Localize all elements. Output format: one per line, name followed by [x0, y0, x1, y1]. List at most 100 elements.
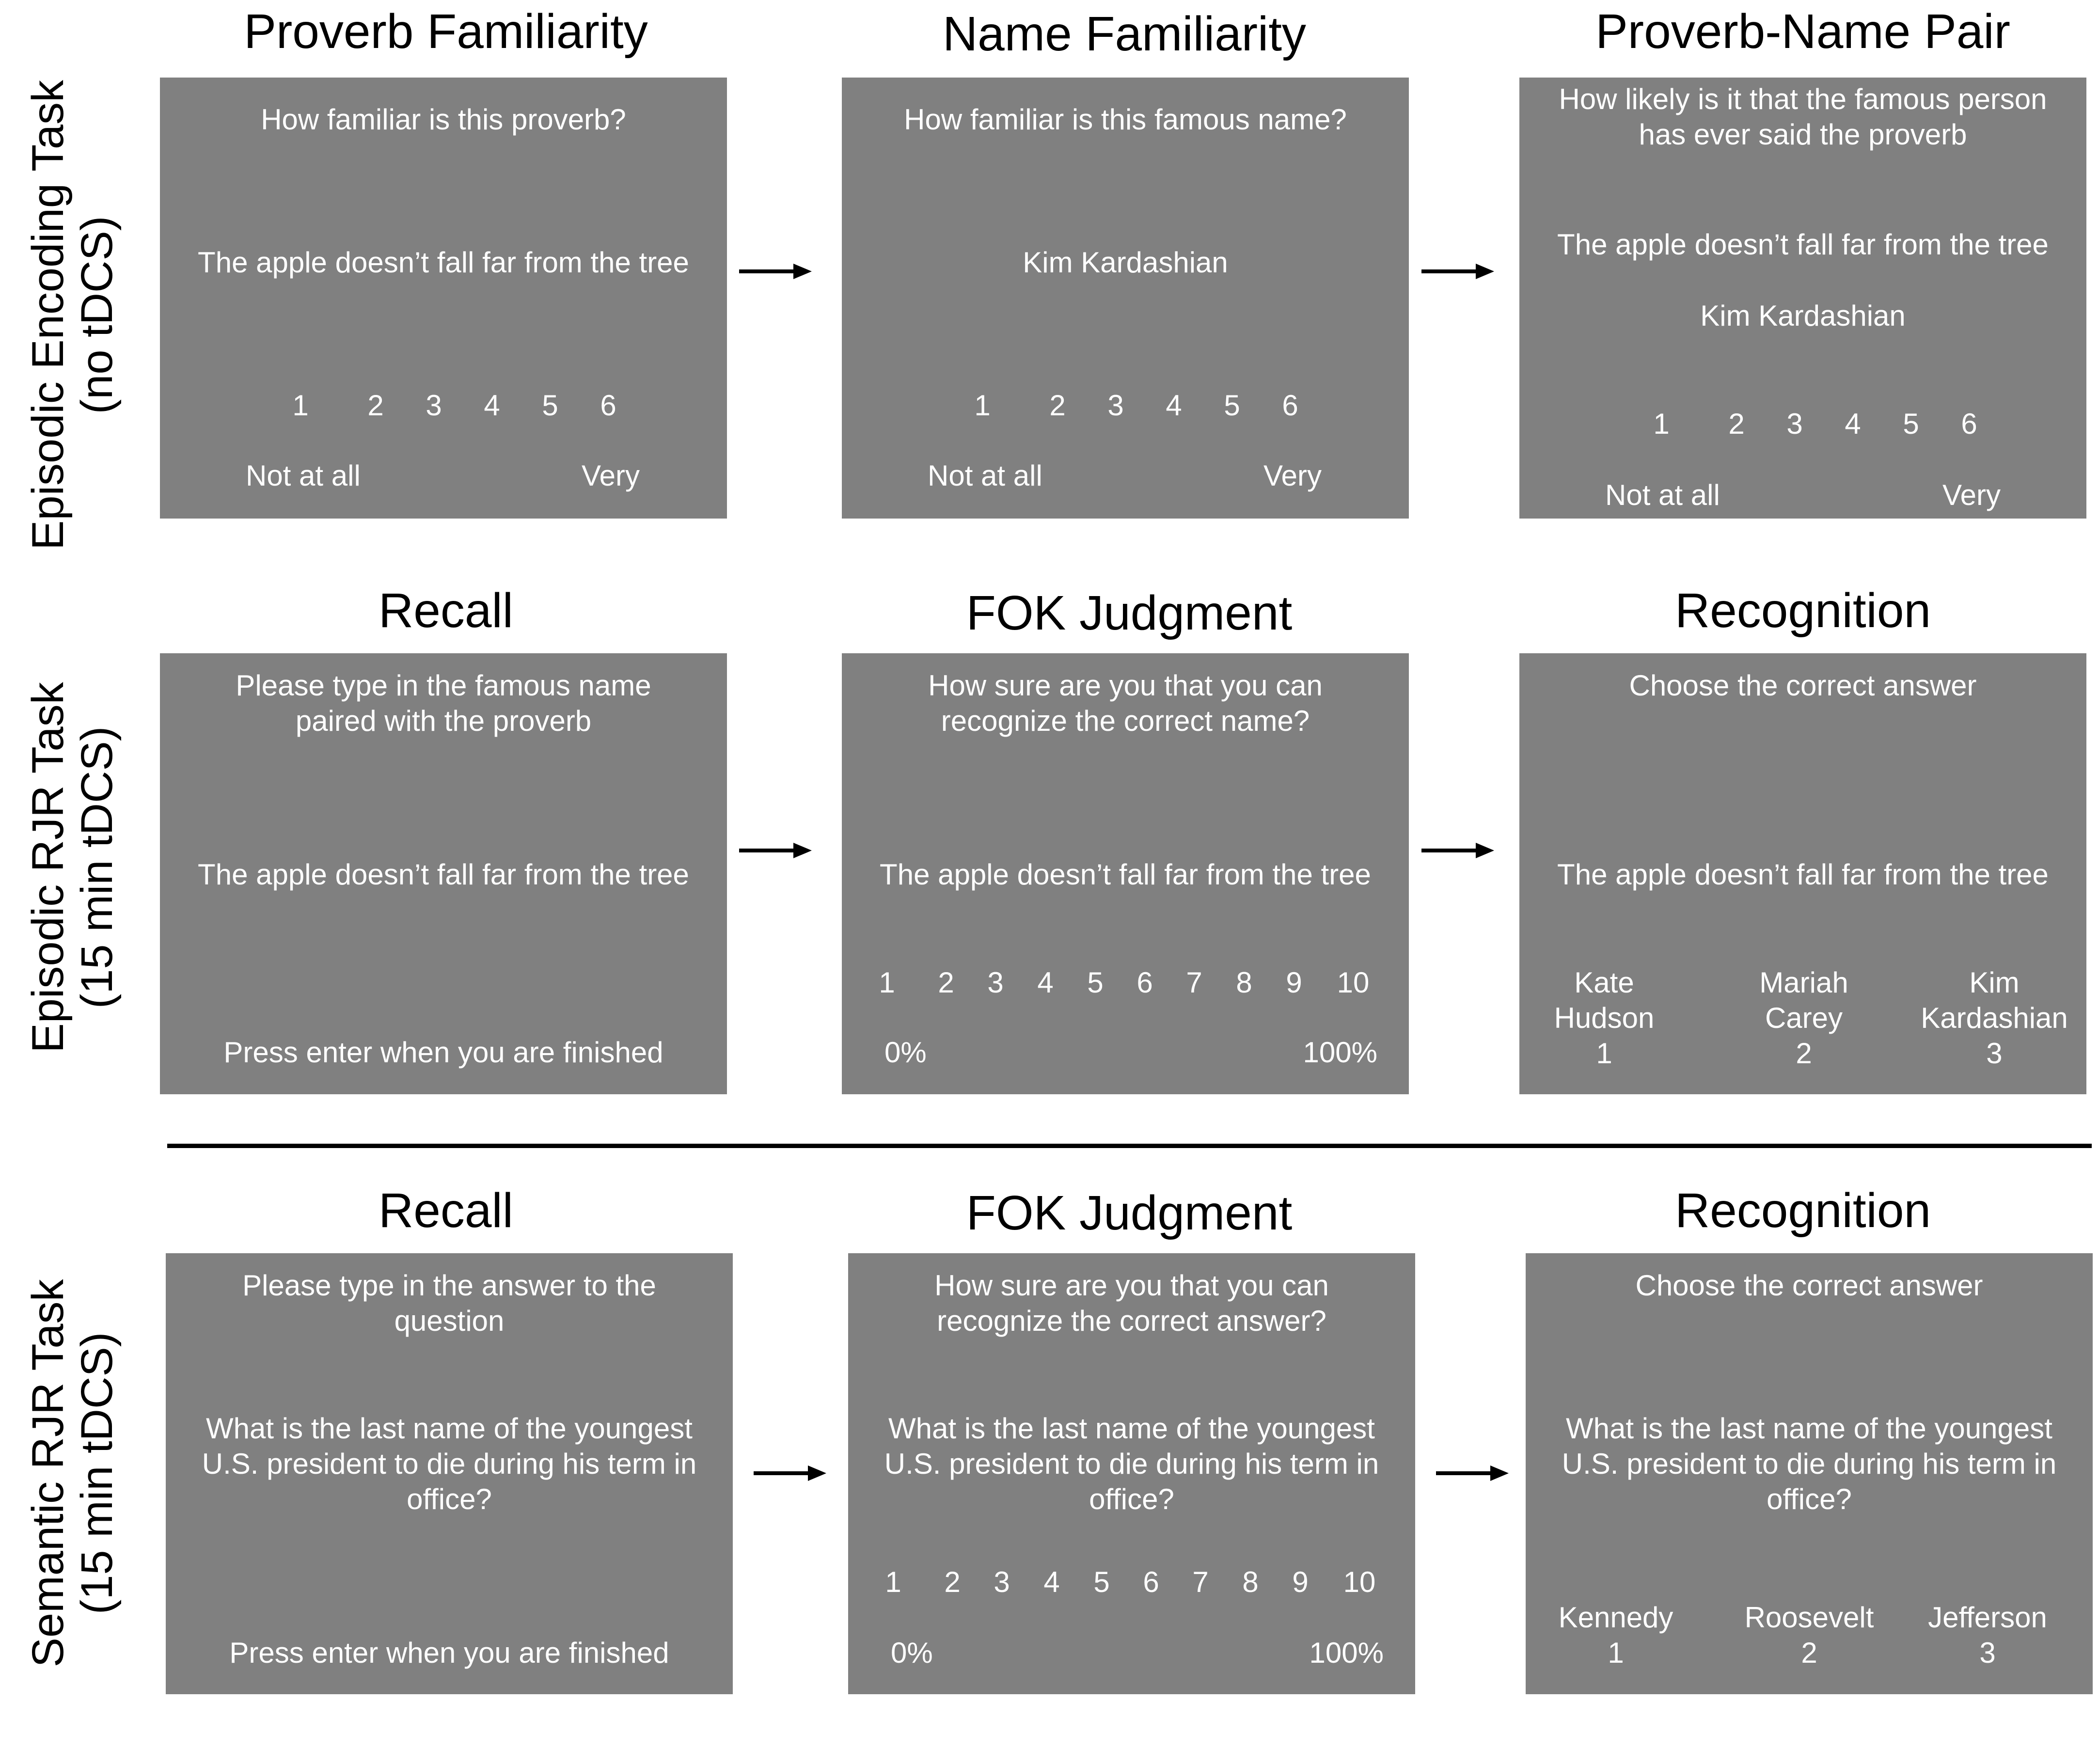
panel-episodic-fok: How sure are you that you can recognize … — [842, 653, 1409, 1094]
title-fok-judgment: FOK Judgment — [966, 1186, 1293, 1240]
fok-low: 0% — [891, 1637, 933, 1669]
fok-scale-1: 1 — [879, 966, 895, 999]
panel-question-line2: recognize the correct answer? — [937, 1305, 1326, 1337]
scale-6: 6 — [600, 389, 616, 422]
panel-stimulus: The apple doesn’t fall far from the tree — [1557, 858, 2049, 891]
scale-1: 1 — [974, 389, 991, 422]
fok-scale-2: 2 — [938, 966, 954, 999]
row-label-line1: Semantic RJR Task — [23, 1279, 73, 1668]
panel-instruction-line1: Please type in the answer to the — [242, 1269, 656, 1302]
title-fok-judgment: FOK Judgment — [966, 586, 1293, 640]
choice-line1: Kennedy — [1558, 1601, 1673, 1634]
panel-semantic-recognition: Choose the correct answer What is the la… — [1526, 1253, 2093, 1694]
title-recall: Recall — [379, 583, 513, 638]
panel-instruction-line1: Please type in the famous name — [236, 669, 651, 702]
scale-5: 5 — [1224, 389, 1240, 422]
scale-1: 1 — [1653, 408, 1670, 440]
choice-number: 3 — [1979, 1637, 1996, 1669]
panel-question-line2: recognize the correct name? — [941, 705, 1310, 737]
fok-scale-3: 3 — [987, 966, 1004, 999]
panel-question-line2: has ever said the proverb — [1639, 118, 1967, 151]
fok-scale-8: 8 — [1242, 1566, 1259, 1598]
scale-6: 6 — [1961, 408, 1977, 440]
panel-question: Choose the correct answer — [1629, 669, 1977, 702]
row-label-line2: (15 min tDCS) — [72, 726, 122, 1009]
scale-6: 6 — [1282, 389, 1298, 422]
fok-scale-6: 6 — [1136, 966, 1153, 999]
anchor-low: Not at all — [1605, 479, 1720, 511]
fok-high: 100% — [1309, 1637, 1384, 1669]
title-name-familiarity: Name Familiarity — [942, 7, 1307, 61]
panel-question-line3: office? — [1767, 1483, 1852, 1515]
panel-stimulus: The apple doesn’t fall far from the tree — [198, 246, 689, 279]
choice-1: Kennedy 1 — [1559, 1600, 1673, 1670]
choice-line2: Hudson — [1554, 1002, 1655, 1034]
arrow-right-icon — [1421, 264, 1494, 279]
scale-4: 4 — [484, 389, 500, 422]
scale-3: 3 — [426, 389, 442, 422]
panel-question: Choose the correct answer — [1635, 1269, 1983, 1302]
panel-question-line3: office? — [407, 1483, 492, 1515]
panel-proverb-name-pair: How likely is it that the famous person … — [1519, 78, 2086, 519]
panel-stimulus: Kim Kardashian — [1023, 246, 1228, 279]
scale-2: 2 — [1728, 408, 1745, 440]
panel-question: How familiar is this famous name? — [904, 103, 1347, 136]
panel-proverb-familiarity: How familiar is this proverb? The apple … — [160, 78, 727, 519]
fok-scale-8: 8 — [1236, 966, 1252, 999]
scale-4: 4 — [1166, 389, 1182, 422]
anchor-high: Very — [1263, 459, 1322, 492]
fok-scale-4: 4 — [1043, 1566, 1060, 1598]
fok-scale-6: 6 — [1143, 1566, 1159, 1598]
choice-line1: Kim — [1969, 966, 2020, 999]
choice-number: 3 — [1986, 1037, 2003, 1070]
choice-number: 2 — [1796, 1037, 1812, 1070]
arrow-right-icon — [739, 843, 812, 858]
choice-line1: Roosevelt — [1744, 1601, 1874, 1634]
choice-line2: Kardashian — [1921, 1002, 2068, 1034]
row-label-episodic-rjr: Episodic RJR Task (15 min tDCS) — [15, 577, 131, 1158]
fok-scale-10: 10 — [1343, 1566, 1376, 1598]
fok-scale-5: 5 — [1087, 966, 1104, 999]
title-recall: Recall — [379, 1183, 513, 1238]
panel-question-line2: U.S. president to die during his term in — [884, 1448, 1379, 1480]
choice-number: 2 — [1801, 1637, 1817, 1669]
fok-high: 100% — [1303, 1036, 1377, 1069]
choice-3: Jefferson 3 — [1928, 1600, 2047, 1670]
choice-line1: Jefferson — [1928, 1601, 2047, 1634]
scale-4: 4 — [1845, 408, 1861, 440]
scale-2: 2 — [367, 389, 384, 422]
arrow-right-icon — [1436, 1465, 1509, 1481]
title-proverb-familiarity: Proverb Familiarity — [244, 4, 648, 59]
arrow-right-icon — [1421, 843, 1494, 858]
row-label-line2: (15 min tDCS) — [72, 1332, 122, 1615]
fok-scale-7: 7 — [1186, 966, 1202, 999]
scale-5: 5 — [1903, 408, 1919, 440]
anchor-low: Not at all — [246, 459, 361, 492]
panel-footer: Press enter when you are finished — [223, 1036, 663, 1069]
panel-instruction-line2: paired with the proverb — [295, 705, 592, 737]
fok-scale-5: 5 — [1093, 1566, 1110, 1598]
panel-semantic-recall: Please type in the answer to the questio… — [166, 1253, 733, 1694]
scale-1: 1 — [292, 389, 309, 422]
title-recognition: Recognition — [1674, 1183, 1931, 1238]
panel-footer: Press enter when you are finished — [229, 1637, 669, 1669]
fok-scale-3: 3 — [994, 1566, 1010, 1598]
panel-question-line1: What is the last name of the youngest — [1566, 1412, 2052, 1445]
row-label-line1: Episodic RJR Task — [23, 682, 73, 1053]
fok-scale-7: 7 — [1192, 1566, 1209, 1598]
section-divider — [167, 1144, 2092, 1148]
panel-question-line2: U.S. president to die during his term in — [202, 1448, 697, 1480]
panel-stimulus: The apple doesn’t fall far from the tree — [880, 858, 1371, 891]
panel-semantic-fok: How sure are you that you can recognize … — [848, 1253, 1415, 1694]
row-label-semantic-rjr: Semantic RJR Task (15 min tDCS) — [15, 1182, 131, 1764]
panel-question-line1: What is the last name of the youngest — [206, 1412, 693, 1445]
row-label-line1: Episodic Encoding Task — [23, 80, 73, 550]
choice-line1: Kate — [1574, 966, 1634, 999]
choice-number: 1 — [1608, 1637, 1624, 1669]
fok-scale-1: 1 — [885, 1566, 901, 1598]
fok-scale-9: 9 — [1286, 966, 1302, 999]
panel-question-line1: How sure are you that you can — [928, 669, 1323, 702]
choice-1: Kate Hudson 1 — [1554, 965, 1655, 1071]
choice-line2: Carey — [1765, 1002, 1843, 1034]
scale-2: 2 — [1049, 389, 1066, 422]
